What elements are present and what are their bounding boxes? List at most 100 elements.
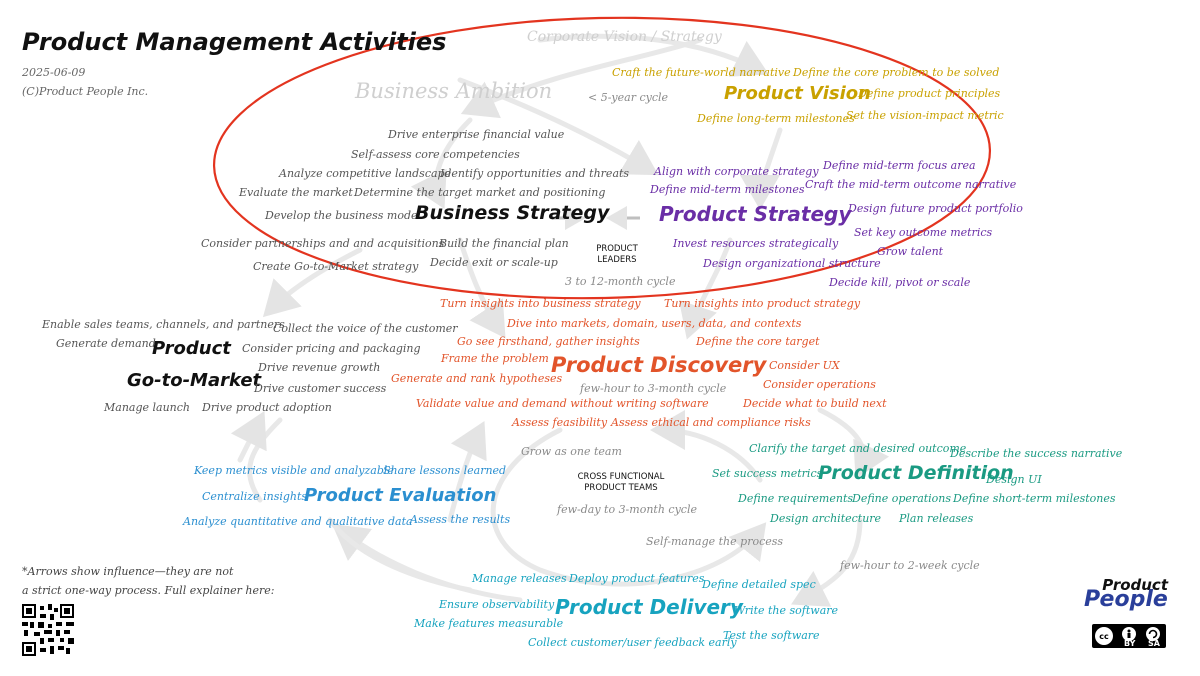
definition-item: Plan releases bbox=[899, 512, 974, 525]
teams-line-2: PRODUCT TEAMS bbox=[584, 482, 658, 493]
discovery-item: Go see firsthand, gather insights bbox=[457, 335, 640, 348]
definition-item: Define requirements bbox=[738, 492, 854, 505]
discovery-item: Define the core target bbox=[696, 335, 820, 348]
gtm-item: Consider pricing and packaging bbox=[242, 342, 421, 355]
product-strategy-title: Product Strategy bbox=[659, 202, 852, 226]
delivery-item: Make features measurable bbox=[414, 617, 564, 630]
arrow-delivery-to-evaluation bbox=[331, 524, 523, 603]
copyright: (C)Product People Inc. bbox=[22, 85, 149, 98]
vision-item: Define product principles bbox=[858, 87, 1001, 100]
arrow-team-loop bbox=[490, 427, 767, 587]
strategy-item: Set key outcome metrics bbox=[854, 226, 993, 239]
evaluation-item: Keep metrics visible and analyzable bbox=[194, 464, 394, 477]
strategy-item: Invest resources strategically bbox=[673, 237, 839, 250]
discovery-item: Turn insights into product strategy bbox=[664, 297, 861, 310]
evaluation-item: Assess the results bbox=[410, 513, 511, 526]
arrow-bottom-left-loop bbox=[327, 517, 473, 593]
logo-top-word: Product bbox=[1102, 576, 1168, 594]
discovery-item: Decide what to build next bbox=[743, 397, 887, 410]
arrow-evaluation-up bbox=[230, 411, 267, 463]
discovery-item: Consider UX bbox=[769, 359, 840, 372]
vision-item: Set the vision-impact metric bbox=[846, 109, 1004, 122]
qr-code-icon[interactable] bbox=[22, 604, 74, 656]
discovery-item: Validate value and demand without writin… bbox=[416, 397, 709, 410]
product-vision-title: Product Vision bbox=[724, 83, 871, 104]
highlight-ring bbox=[212, 16, 992, 300]
leaders-cycle: 3 to 12-month cycle bbox=[565, 275, 676, 288]
vision-item: Define the core problem to be solved bbox=[793, 66, 1000, 79]
gtm-title-line-1: Product bbox=[152, 338, 231, 359]
arrow-team-loop-up bbox=[650, 410, 763, 483]
business-item: Drive enterprise financial value bbox=[388, 128, 565, 141]
arrow-discovery-to-definition bbox=[817, 407, 890, 479]
leaders-line-2: LEADERS bbox=[597, 254, 637, 265]
business-item: Develop the business model bbox=[265, 209, 422, 222]
business-item: Identify opportunities and threats bbox=[440, 167, 630, 180]
business-item: Create Go-to-Market strategy bbox=[253, 260, 419, 273]
product-definition-title: Product Definition bbox=[818, 462, 1014, 484]
logo-bottom-word: People bbox=[1084, 587, 1168, 612]
delivery-item: Collect customer/user feedback early bbox=[528, 636, 737, 649]
product-evaluation-title: Product Evaluation bbox=[304, 485, 497, 506]
business-item: Consider partnerships and and acquisitio… bbox=[201, 237, 445, 250]
arrow-gtm-to-evaluation bbox=[247, 417, 283, 503]
definition-item: Set success metrics bbox=[712, 467, 823, 480]
product-leaders-label: PRODUCT LEADERS bbox=[594, 244, 640, 265]
evaluation-item: Centralize insights bbox=[202, 490, 308, 503]
business-ambition-label: Business Ambition bbox=[355, 79, 553, 103]
strategy-item: Design future product portfolio bbox=[848, 202, 1023, 215]
gtm-title-line-2: Go-to-Market bbox=[127, 370, 262, 391]
vision-item: Craft the future-world narrative bbox=[612, 66, 791, 79]
page-title: Product Management Activities bbox=[22, 28, 447, 56]
definition-item: Describe the success narrative bbox=[950, 447, 1123, 460]
business-item: Build the financial plan bbox=[439, 237, 569, 250]
strategy-item: Craft the mid-term outcome narrative bbox=[805, 178, 1017, 191]
gtm-item: Generate demand bbox=[56, 337, 156, 350]
page-date: 2025-06-09 bbox=[22, 66, 86, 79]
arrow-ambition-cross bbox=[457, 77, 659, 176]
discovery-item: Consider operations bbox=[763, 378, 876, 391]
discovery-cycle: few-hour to 3-month cycle bbox=[580, 382, 727, 395]
delivery-item: Deploy product features bbox=[569, 572, 705, 585]
discovery-item: Generate and rank hypotheses bbox=[391, 372, 563, 385]
strategy-item: Align with corporate strategy bbox=[654, 165, 819, 178]
discovery-item: Frame the problem bbox=[441, 352, 549, 365]
strategy-item: Grow talent bbox=[877, 245, 944, 258]
evaluation-item: Share lessons learned bbox=[383, 464, 507, 477]
license-sa: SA bbox=[1148, 639, 1160, 648]
product-discovery-title: Product Discovery bbox=[551, 353, 767, 377]
product-delivery-title: Product Delivery bbox=[555, 595, 743, 619]
strategy-item: Decide kill, pivot or scale bbox=[829, 276, 971, 289]
delivery-item: Test the software bbox=[723, 629, 820, 642]
five-year-cycle: < 5-year cycle bbox=[588, 91, 669, 104]
leaders-line-1: PRODUCT bbox=[596, 244, 638, 254]
discovery-item: Turn insights into business strategy bbox=[440, 297, 641, 310]
product-people-logo: Product People bbox=[1080, 576, 1172, 612]
arrow-business-down bbox=[457, 237, 506, 339]
business-item: Evaluate the market bbox=[239, 186, 353, 199]
cc-license-icon: cc bbox=[1095, 627, 1160, 645]
grow-as-one-team: Grow as one team bbox=[521, 445, 622, 458]
footnote-line-2: a strict one-way process. Full explainer… bbox=[22, 584, 275, 597]
vision-item: Define long-term milestones bbox=[697, 112, 855, 125]
delivery-item: Write the software bbox=[734, 604, 839, 617]
business-item: Decide exit or scale-up bbox=[430, 256, 558, 269]
svg-text:cc: cc bbox=[1099, 632, 1109, 641]
gtm-item: Enable sales teams, channels, and partne… bbox=[42, 318, 285, 331]
license-by: BY bbox=[1124, 639, 1136, 648]
delivery-item: Define detailed spec bbox=[702, 578, 816, 591]
definition-item: Clarify the target and desired outcome bbox=[749, 442, 967, 455]
definition-cycle: few-hour to 2-week cycle bbox=[840, 559, 980, 572]
arrow-ambition-to-business bbox=[410, 117, 473, 209]
business-strategy-title: Business Strategy bbox=[415, 202, 610, 224]
arrow-corporate-to-vision bbox=[537, 33, 769, 77]
cross-functional-teams-label: CROSS FUNCTIONAL PRODUCT TEAMS bbox=[570, 472, 672, 493]
definition-item: Define short-term milestones bbox=[953, 492, 1116, 505]
arrow-evaluation-to-discovery bbox=[447, 421, 487, 523]
teams-line-1: CROSS FUNCTIONAL bbox=[577, 472, 665, 482]
discovery-item: Assess ethical and compliance risks bbox=[611, 416, 811, 429]
discovery-item: Assess feasibility bbox=[512, 416, 608, 429]
strategy-item: Define mid-term milestones bbox=[650, 183, 805, 196]
